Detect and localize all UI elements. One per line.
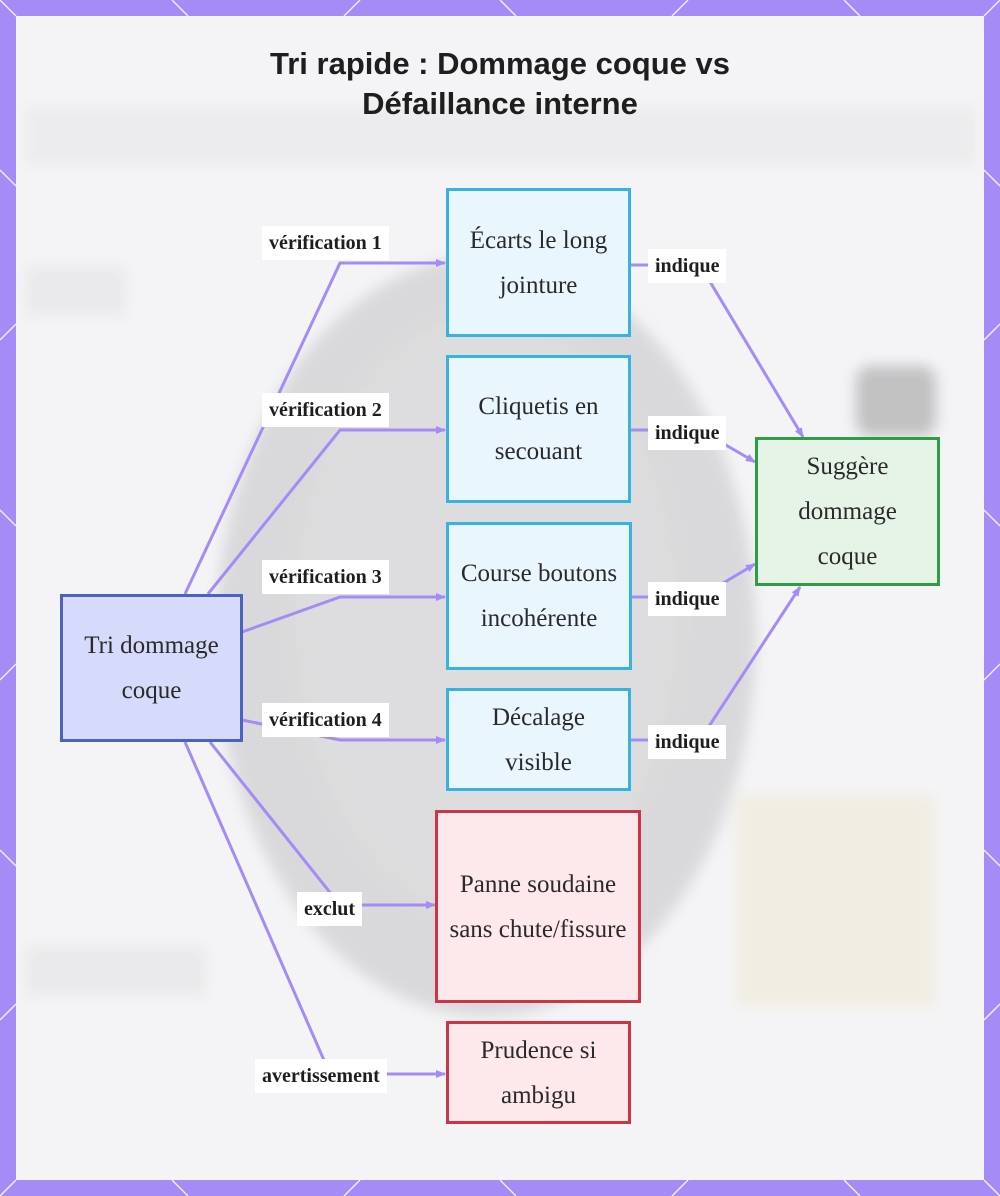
diagram-title: Tri rapide : Dommage coque vs Défaillanc… bbox=[0, 44, 1000, 124]
node-offset-label: Décalage visible bbox=[492, 703, 585, 776]
edge-indicates-1 bbox=[630, 263, 805, 438]
node-root: Tri dommage coque bbox=[60, 594, 243, 742]
node-failure-label: Panne soudaine sans chute/fissure bbox=[449, 870, 627, 943]
edge-label-check-1: vérification 1 bbox=[262, 226, 389, 260]
node-buttons: Course boutons incohérente bbox=[446, 522, 632, 670]
node-caution-label: Prudence si ambigu bbox=[480, 1036, 597, 1109]
edge-check-2 bbox=[206, 426, 446, 595]
node-result-label: Suggère dommage coque bbox=[798, 453, 897, 570]
edge-label-indicates-1: indique bbox=[648, 249, 727, 283]
edge-excludes bbox=[208, 741, 436, 909]
edge-label-check-3: vérification 3 bbox=[262, 560, 389, 594]
edge-label-indicates-4: indique bbox=[648, 725, 727, 759]
edge-label-warning: avertissement bbox=[255, 1059, 387, 1093]
title-line-2: Défaillance interne bbox=[362, 86, 638, 121]
node-offset: Décalage visible bbox=[446, 688, 631, 791]
edge-label-indicates-3: indique bbox=[648, 582, 727, 616]
edge-check-3 bbox=[241, 593, 446, 634]
edge-label-indicates-2: indique bbox=[648, 416, 727, 450]
edge-label-check-2: vérification 2 bbox=[262, 393, 389, 427]
node-rattle-label: Cliquetis en secouant bbox=[478, 393, 599, 465]
edge-label-check-4: vérification 4 bbox=[262, 703, 389, 737]
node-buttons-label: Course boutons incohérente bbox=[460, 560, 618, 632]
title-line-1: Tri rapide : Dommage coque vs bbox=[270, 46, 730, 81]
node-caution: Prudence si ambigu bbox=[446, 1021, 631, 1124]
edge-label-excludes: exclut bbox=[297, 892, 363, 926]
node-gaps: Écarts le long jointure bbox=[446, 188, 631, 337]
node-root-label: Tri dommage coque bbox=[84, 632, 219, 704]
edge-check-1 bbox=[183, 259, 446, 595]
node-failure: Panne soudaine sans chute/fissure bbox=[435, 810, 641, 1003]
node-gaps-label: Écarts le long jointure bbox=[469, 226, 608, 299]
node-result: Suggère dommage coque bbox=[755, 437, 940, 586]
node-rattle: Cliquetis en secouant bbox=[446, 355, 631, 503]
